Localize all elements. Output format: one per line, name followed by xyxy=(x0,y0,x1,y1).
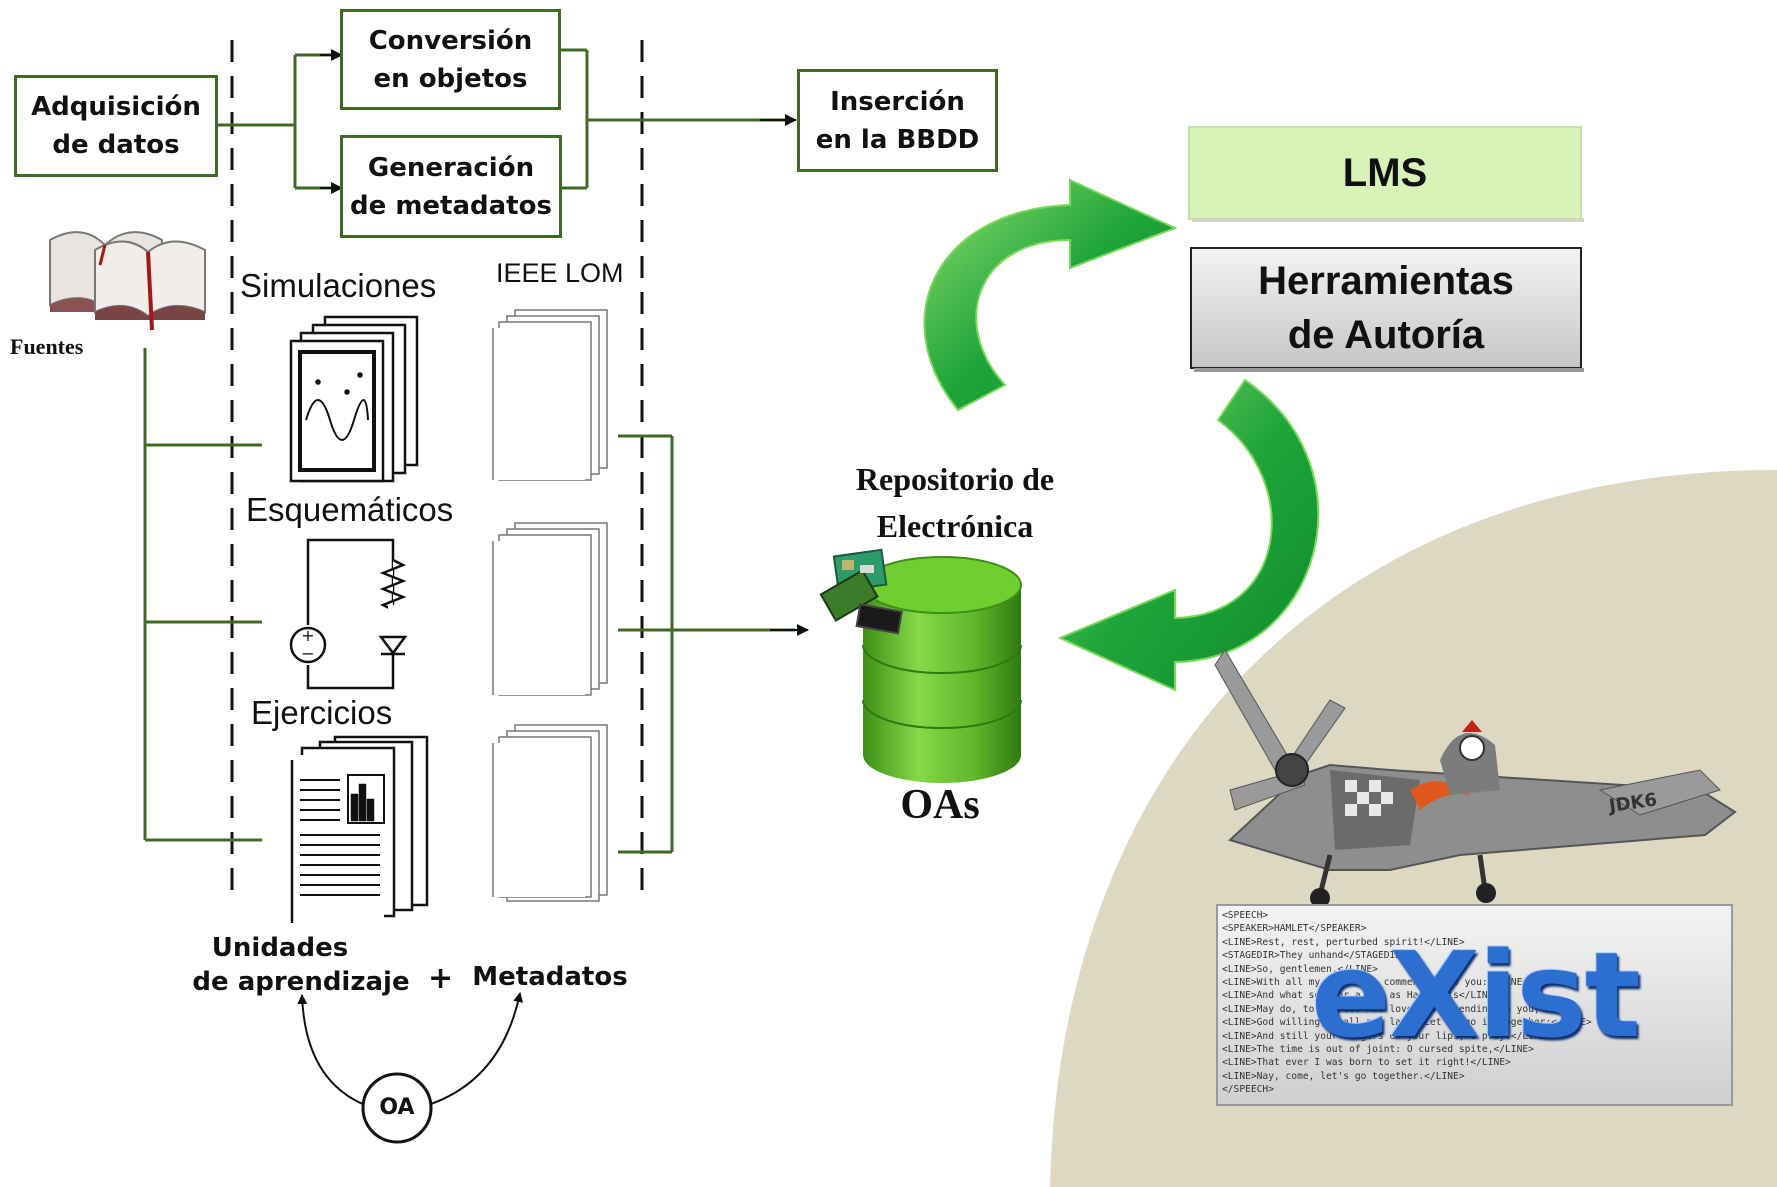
ieee-lom-label: IEEE LOM xyxy=(496,258,624,288)
oa-circle xyxy=(361,1072,433,1144)
lms-label: LMS xyxy=(1342,150,1428,195)
repository-title-line1: Repositorio de xyxy=(855,461,1055,497)
xml-line: <LINE>God willing, shall not lack. Let u… xyxy=(1222,1017,1592,1029)
metadata-stack-1 xyxy=(492,309,608,481)
sources-label: Fuentes xyxy=(10,334,84,359)
repository-title-line2: Electrónica xyxy=(876,508,1034,544)
exist-xml-listing: <SPEECH> <SPEAKER>HAMLET</SPEAKER> <LINE… xyxy=(1222,909,1727,1101)
exercises-label: Ejercicios xyxy=(251,694,393,731)
xml-line: <LINE>Rest, rest, perturbed spirit!</LIN… xyxy=(1222,936,1465,948)
acquisition-label-line2: de datos xyxy=(52,130,180,160)
insertion-label-line1: Inserción xyxy=(830,86,965,117)
authoring-label: Herramientas de Autoría xyxy=(1191,248,1581,368)
sources-tree xyxy=(143,348,262,842)
xml-line: <LINE>So, gentlemen,</LINE> xyxy=(1222,963,1378,975)
exist-logo-box xyxy=(1216,904,1733,1106)
database-label: OAs xyxy=(900,782,980,828)
oa-to-metadata-arrow xyxy=(427,992,524,1106)
database-icon xyxy=(862,556,1022,783)
xml-line: </SPEECH> xyxy=(1222,1084,1274,1096)
cycle-arrow-upper xyxy=(923,178,1178,412)
xml-line: <LINE>And what so poor a man as Hamlet i… xyxy=(1222,990,1500,1002)
units-label-line2: de aprendizaje xyxy=(192,967,410,997)
insertion-label-line2: en la BBDD xyxy=(815,124,980,155)
simulations-label: Simulaciones xyxy=(240,267,437,304)
xml-line: <SPEAKER>HAMLET</SPEAKER> xyxy=(1222,923,1367,935)
oa-to-units-arrow xyxy=(297,994,366,1106)
schematic-circuit-icon xyxy=(289,538,408,690)
authoring-label-line1: Herramientas xyxy=(1258,259,1514,303)
metadata-stack-3 xyxy=(492,724,608,902)
schematics-label: Esquemáticos xyxy=(246,491,454,528)
conversion-label-line2: en objetos xyxy=(373,63,528,94)
simulation-document-icon xyxy=(289,315,419,483)
conversion-box: Conversión en objetos xyxy=(340,9,561,110)
metadata-generation-label-line2: de metadatos xyxy=(350,190,552,221)
xml-line: <LINE>May do, to express his love and fr… xyxy=(1222,1003,1581,1015)
airplane-image xyxy=(1214,649,1737,908)
metadata-generation-label-line1: Generación xyxy=(367,152,535,183)
exist-logo-text: eXist xyxy=(1310,926,1641,1064)
xml-line: <LINE>And still your fingers on your lip… xyxy=(1222,1030,1552,1042)
plus-sign: + xyxy=(428,961,454,996)
xml-line: <LINE>With all my love I do commend me t… xyxy=(1222,977,1529,989)
books-icon xyxy=(49,231,206,331)
svg-text:+: + xyxy=(301,626,314,645)
xml-line: <LINE>Nay, come, let's go together.</LIN… xyxy=(1222,1070,1465,1082)
metadata-stack-2 xyxy=(492,522,608,696)
xml-line: <LINE>That ever I was born to set it rig… xyxy=(1222,1057,1511,1069)
cycle-arrow-lower xyxy=(1057,378,1320,692)
metadata-generation-box: Generación de metadatos xyxy=(340,135,562,238)
lms-box xyxy=(1188,126,1582,220)
insertion-box: Inserción en la BBDD xyxy=(797,69,998,172)
units-label-line1: Unidades xyxy=(211,933,349,963)
xml-line: <LINE>The time is out of joint: O cursed… xyxy=(1222,1044,1534,1056)
xml-line: <STAGEDIR>They unhand</STAGEDIR> xyxy=(1222,950,1407,962)
oa-label: OA xyxy=(379,1095,415,1120)
authoring-box xyxy=(1190,247,1582,369)
circuit-boards-icon xyxy=(819,548,903,635)
acquisition-box: Adquisición de datos xyxy=(14,75,218,177)
metadata-to-repository-connector xyxy=(618,434,795,854)
metadata-label: Metadatos xyxy=(472,962,628,992)
xml-line: <SPEECH> xyxy=(1222,910,1269,921)
conversion-label-line1: Conversión xyxy=(368,25,533,56)
exercise-document-icon xyxy=(290,735,429,923)
authoring-label-line2: de Autoría xyxy=(1287,313,1485,357)
acquisition-label-line1: Adquisición xyxy=(31,92,201,122)
svg-text:−: − xyxy=(301,644,314,663)
